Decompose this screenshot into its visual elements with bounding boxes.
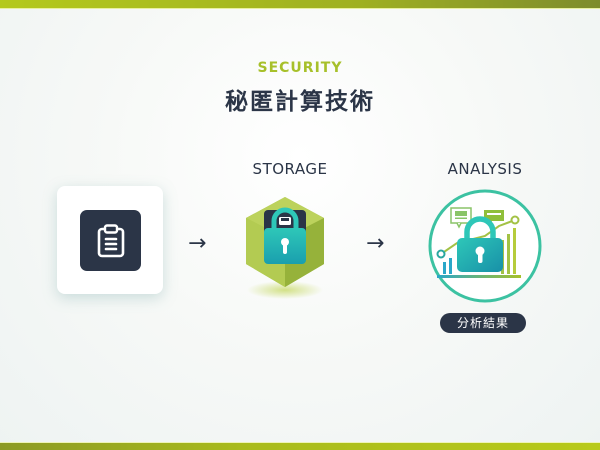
analysis-step (427, 188, 543, 304)
clipboard-tile (80, 210, 141, 271)
locked-chart-icon (428, 189, 542, 303)
clipboard-icon (97, 223, 124, 257)
bottom-accent-bar (0, 442, 600, 450)
section-eyebrow: SECURITY (257, 60, 343, 76)
storage-step (240, 192, 330, 302)
input-card (57, 186, 163, 294)
storage-label: STORAGE (252, 160, 328, 178)
arrow-right-icon: → (188, 231, 207, 256)
analysis-result-badge: 分析結果 (440, 313, 526, 333)
page-title: 秘匿計算技術 (225, 89, 375, 115)
arrow-right-icon: → (366, 231, 385, 256)
locked-box-icon (246, 197, 324, 299)
analysis-label: ANALYSIS (447, 160, 523, 178)
top-accent-bar (0, 0, 600, 9)
